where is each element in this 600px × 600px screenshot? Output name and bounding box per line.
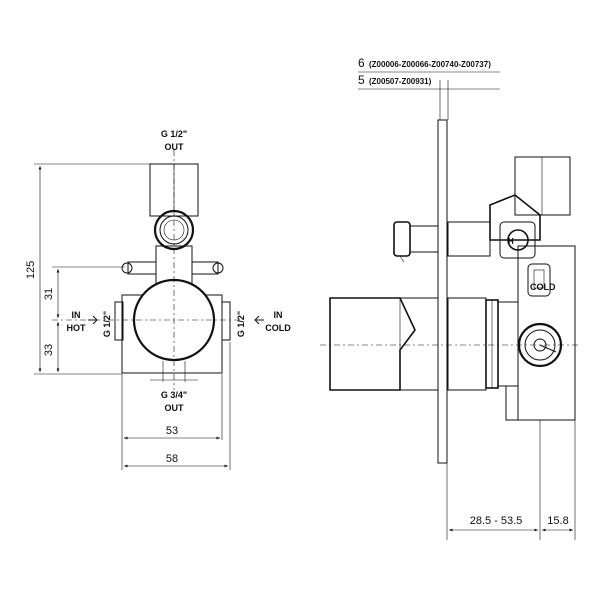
cold-mark: COLD	[530, 282, 556, 292]
top-outlet-thread: G 1/2"	[161, 129, 187, 139]
callout-5-codes: (Z00507-Z00931)	[369, 77, 432, 86]
hot-in-label: IN	[72, 310, 81, 320]
cold-label: COLD	[265, 323, 291, 333]
dim-widths: 53 58	[121, 342, 231, 470]
dim-53-label: 53	[166, 425, 178, 437]
top-outlet-out: OUT	[165, 142, 185, 152]
bottom-outlet-thread: G 3/4"	[161, 390, 187, 400]
dim-33-label: 33	[43, 344, 55, 356]
cold-in-label: IN	[274, 310, 283, 320]
hot-label: HOT	[67, 323, 87, 333]
dim-58-label: 58	[166, 453, 178, 465]
cold-thread: G 1/2"	[236, 311, 246, 337]
bottom-outlet-out: OUT	[165, 403, 185, 413]
side-view: 6 (Z00006-Z00066-Z00740-Z00737) 5 (Z0050…	[320, 56, 580, 540]
handle	[329, 297, 438, 391]
callout-6-number: 6	[358, 56, 365, 70]
front-body	[114, 278, 231, 381]
hot-mark: H	[508, 237, 514, 246]
hot-marker: H	[499, 221, 536, 259]
dim-depth-range: 28.5 - 53.5	[470, 515, 523, 527]
callout-5-number: 5	[358, 73, 365, 87]
cold-inlet: G 1/2" IN COLD	[236, 310, 291, 337]
dim-31-label: 31	[43, 288, 55, 300]
wall-plate	[437, 119, 448, 464]
hot-inlet: IN HOT G 1/2"	[67, 310, 113, 337]
dim-vertical-offsets: 31 33	[43, 266, 125, 372]
diverter-knob	[393, 221, 491, 263]
cold-arrow-icon	[254, 315, 264, 325]
dim-depth-fixed: 15.8	[547, 515, 568, 527]
dim-125-label: 125	[25, 261, 37, 279]
dim-height-total: 125	[25, 163, 150, 375]
side-top-outlet	[489, 156, 571, 241]
front-view: 125 31 33 53 58 G 1/2" OUT G 3/4" OUT	[25, 129, 291, 470]
cold-marker: COLD	[527, 263, 556, 297]
hot-thread: G 1/2"	[102, 311, 112, 337]
callout-6-codes: (Z00006-Z00066-Z00740-Z00737)	[369, 60, 491, 69]
hot-arrow-icon	[88, 315, 98, 325]
